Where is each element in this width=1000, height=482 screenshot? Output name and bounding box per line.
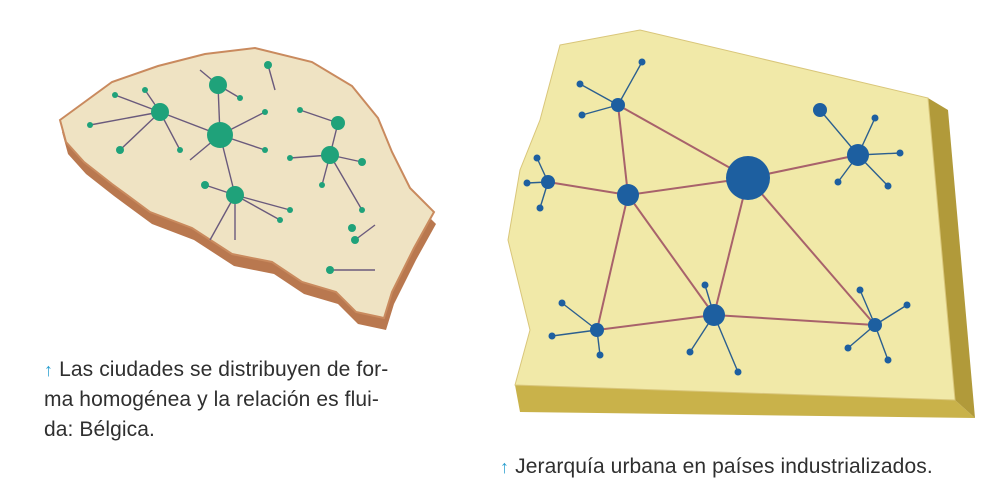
city-node bbox=[541, 175, 555, 189]
city-node bbox=[226, 186, 244, 204]
regional-city-node bbox=[847, 144, 869, 166]
left-caption-line-2: ma homogénea y la relación es flui- bbox=[44, 388, 380, 411]
metropolis-node bbox=[726, 156, 770, 200]
city-node-small bbox=[116, 146, 124, 154]
city-node bbox=[868, 318, 882, 332]
map-surface bbox=[58, 46, 436, 320]
city-node bbox=[321, 146, 339, 164]
town-node bbox=[896, 149, 904, 157]
block-side-right bbox=[928, 98, 975, 418]
city-node-small bbox=[201, 181, 209, 189]
belgium-map bbox=[58, 46, 436, 330]
right-caption-text: Jerarquía urbana en países industrializa… bbox=[515, 455, 933, 478]
town-node bbox=[638, 58, 646, 66]
left-caption-line-3: da: Bélgica. bbox=[44, 418, 155, 441]
town-node bbox=[856, 286, 864, 294]
town-node bbox=[558, 299, 566, 307]
city-node-small bbox=[177, 147, 183, 153]
town-node bbox=[834, 178, 842, 186]
block-side bbox=[515, 385, 975, 418]
city-node bbox=[331, 116, 345, 130]
block-city-nodes bbox=[523, 58, 911, 376]
city-node-small bbox=[326, 266, 334, 274]
up-arrow-icon: ↑ bbox=[500, 457, 510, 477]
city-node-small bbox=[237, 95, 243, 101]
city-node-small bbox=[262, 147, 268, 153]
city-node bbox=[611, 98, 625, 112]
town-node bbox=[871, 114, 879, 122]
up-arrow-icon: ↑ bbox=[44, 360, 54, 380]
town-node bbox=[903, 301, 911, 309]
city-node-small bbox=[287, 207, 293, 213]
city-node-small bbox=[287, 155, 293, 161]
town-node bbox=[701, 281, 709, 289]
city-node-major bbox=[207, 122, 233, 148]
town-node bbox=[533, 154, 541, 162]
city-node-small bbox=[351, 236, 359, 244]
left-caption-text-1: Las ciudades se distribuyen de for- bbox=[59, 358, 389, 381]
city-node bbox=[590, 323, 604, 337]
town-node bbox=[686, 348, 694, 356]
city-node-small bbox=[359, 207, 365, 213]
city-node-small bbox=[264, 61, 272, 69]
town-node bbox=[523, 179, 531, 187]
map-city-nodes bbox=[87, 61, 366, 274]
town-node bbox=[734, 368, 742, 376]
city-node bbox=[209, 76, 227, 94]
city-node bbox=[151, 103, 169, 121]
town-node bbox=[536, 204, 544, 212]
town-node bbox=[548, 332, 556, 340]
city-node-small bbox=[87, 122, 93, 128]
city-node bbox=[813, 103, 827, 117]
city-node-small bbox=[348, 224, 356, 232]
block-top bbox=[507, 29, 956, 401]
town-node bbox=[844, 344, 852, 352]
urban-hierarchy-block bbox=[507, 29, 975, 418]
city-node-small bbox=[142, 87, 148, 93]
city-node-small bbox=[319, 182, 325, 188]
left-caption: ↑Las ciudades se distribuyen de for- ma … bbox=[44, 355, 444, 445]
regional-city-node bbox=[617, 184, 639, 206]
town-node bbox=[596, 351, 604, 359]
city-node-small bbox=[358, 158, 366, 166]
town-node bbox=[576, 80, 584, 88]
town-node bbox=[578, 111, 586, 119]
city-node-small bbox=[112, 92, 118, 98]
city-node-small bbox=[277, 217, 283, 223]
city-node-small bbox=[262, 109, 268, 115]
city-node-small bbox=[297, 107, 303, 113]
right-caption: ↑Jerarquía urbana en países industrializ… bbox=[500, 452, 1000, 482]
town-node bbox=[884, 356, 892, 364]
regional-city-node bbox=[703, 304, 725, 326]
left-caption-line-1: ↑Las ciudades se distribuyen de for- bbox=[44, 355, 444, 385]
town-node bbox=[884, 182, 892, 190]
